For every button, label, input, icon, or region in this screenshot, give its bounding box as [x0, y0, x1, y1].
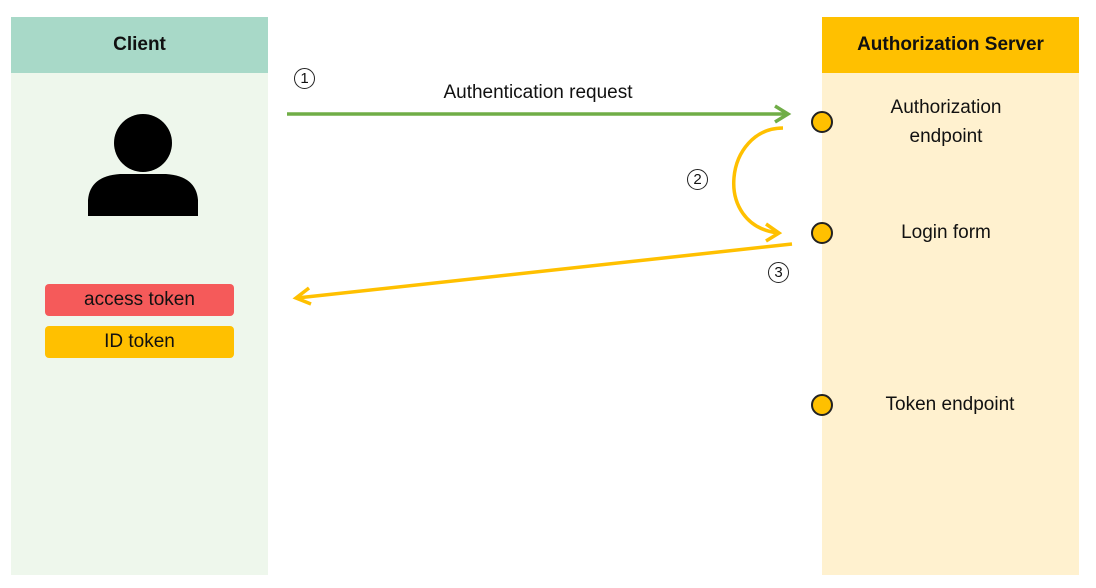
server-header: Authorization Server	[822, 17, 1079, 73]
id-token-badge: ID token	[45, 326, 234, 358]
authorization-endpoint-label: Authorization endpoint	[890, 97, 1002, 147]
authorization-endpoint-dot	[811, 111, 833, 133]
authentication-request-label: Authentication request	[443, 82, 633, 103]
step-2-badge: 2	[687, 169, 708, 190]
step-1-badge: 1	[294, 68, 315, 89]
access-token-badge: access token	[45, 284, 234, 316]
token-response-arrow	[292, 242, 793, 306]
server-panel	[822, 17, 1079, 575]
token-endpoint-dot	[811, 394, 833, 416]
client-header: Client	[11, 17, 268, 73]
step-3-badge: 3	[768, 262, 789, 283]
authentication-request-arrow	[287, 104, 792, 124]
login-form-label: Login form	[901, 222, 991, 243]
token-endpoint-label: Token endpoint	[885, 394, 1015, 415]
login-redirect-arrow	[732, 126, 784, 243]
login-form-dot	[811, 222, 833, 244]
